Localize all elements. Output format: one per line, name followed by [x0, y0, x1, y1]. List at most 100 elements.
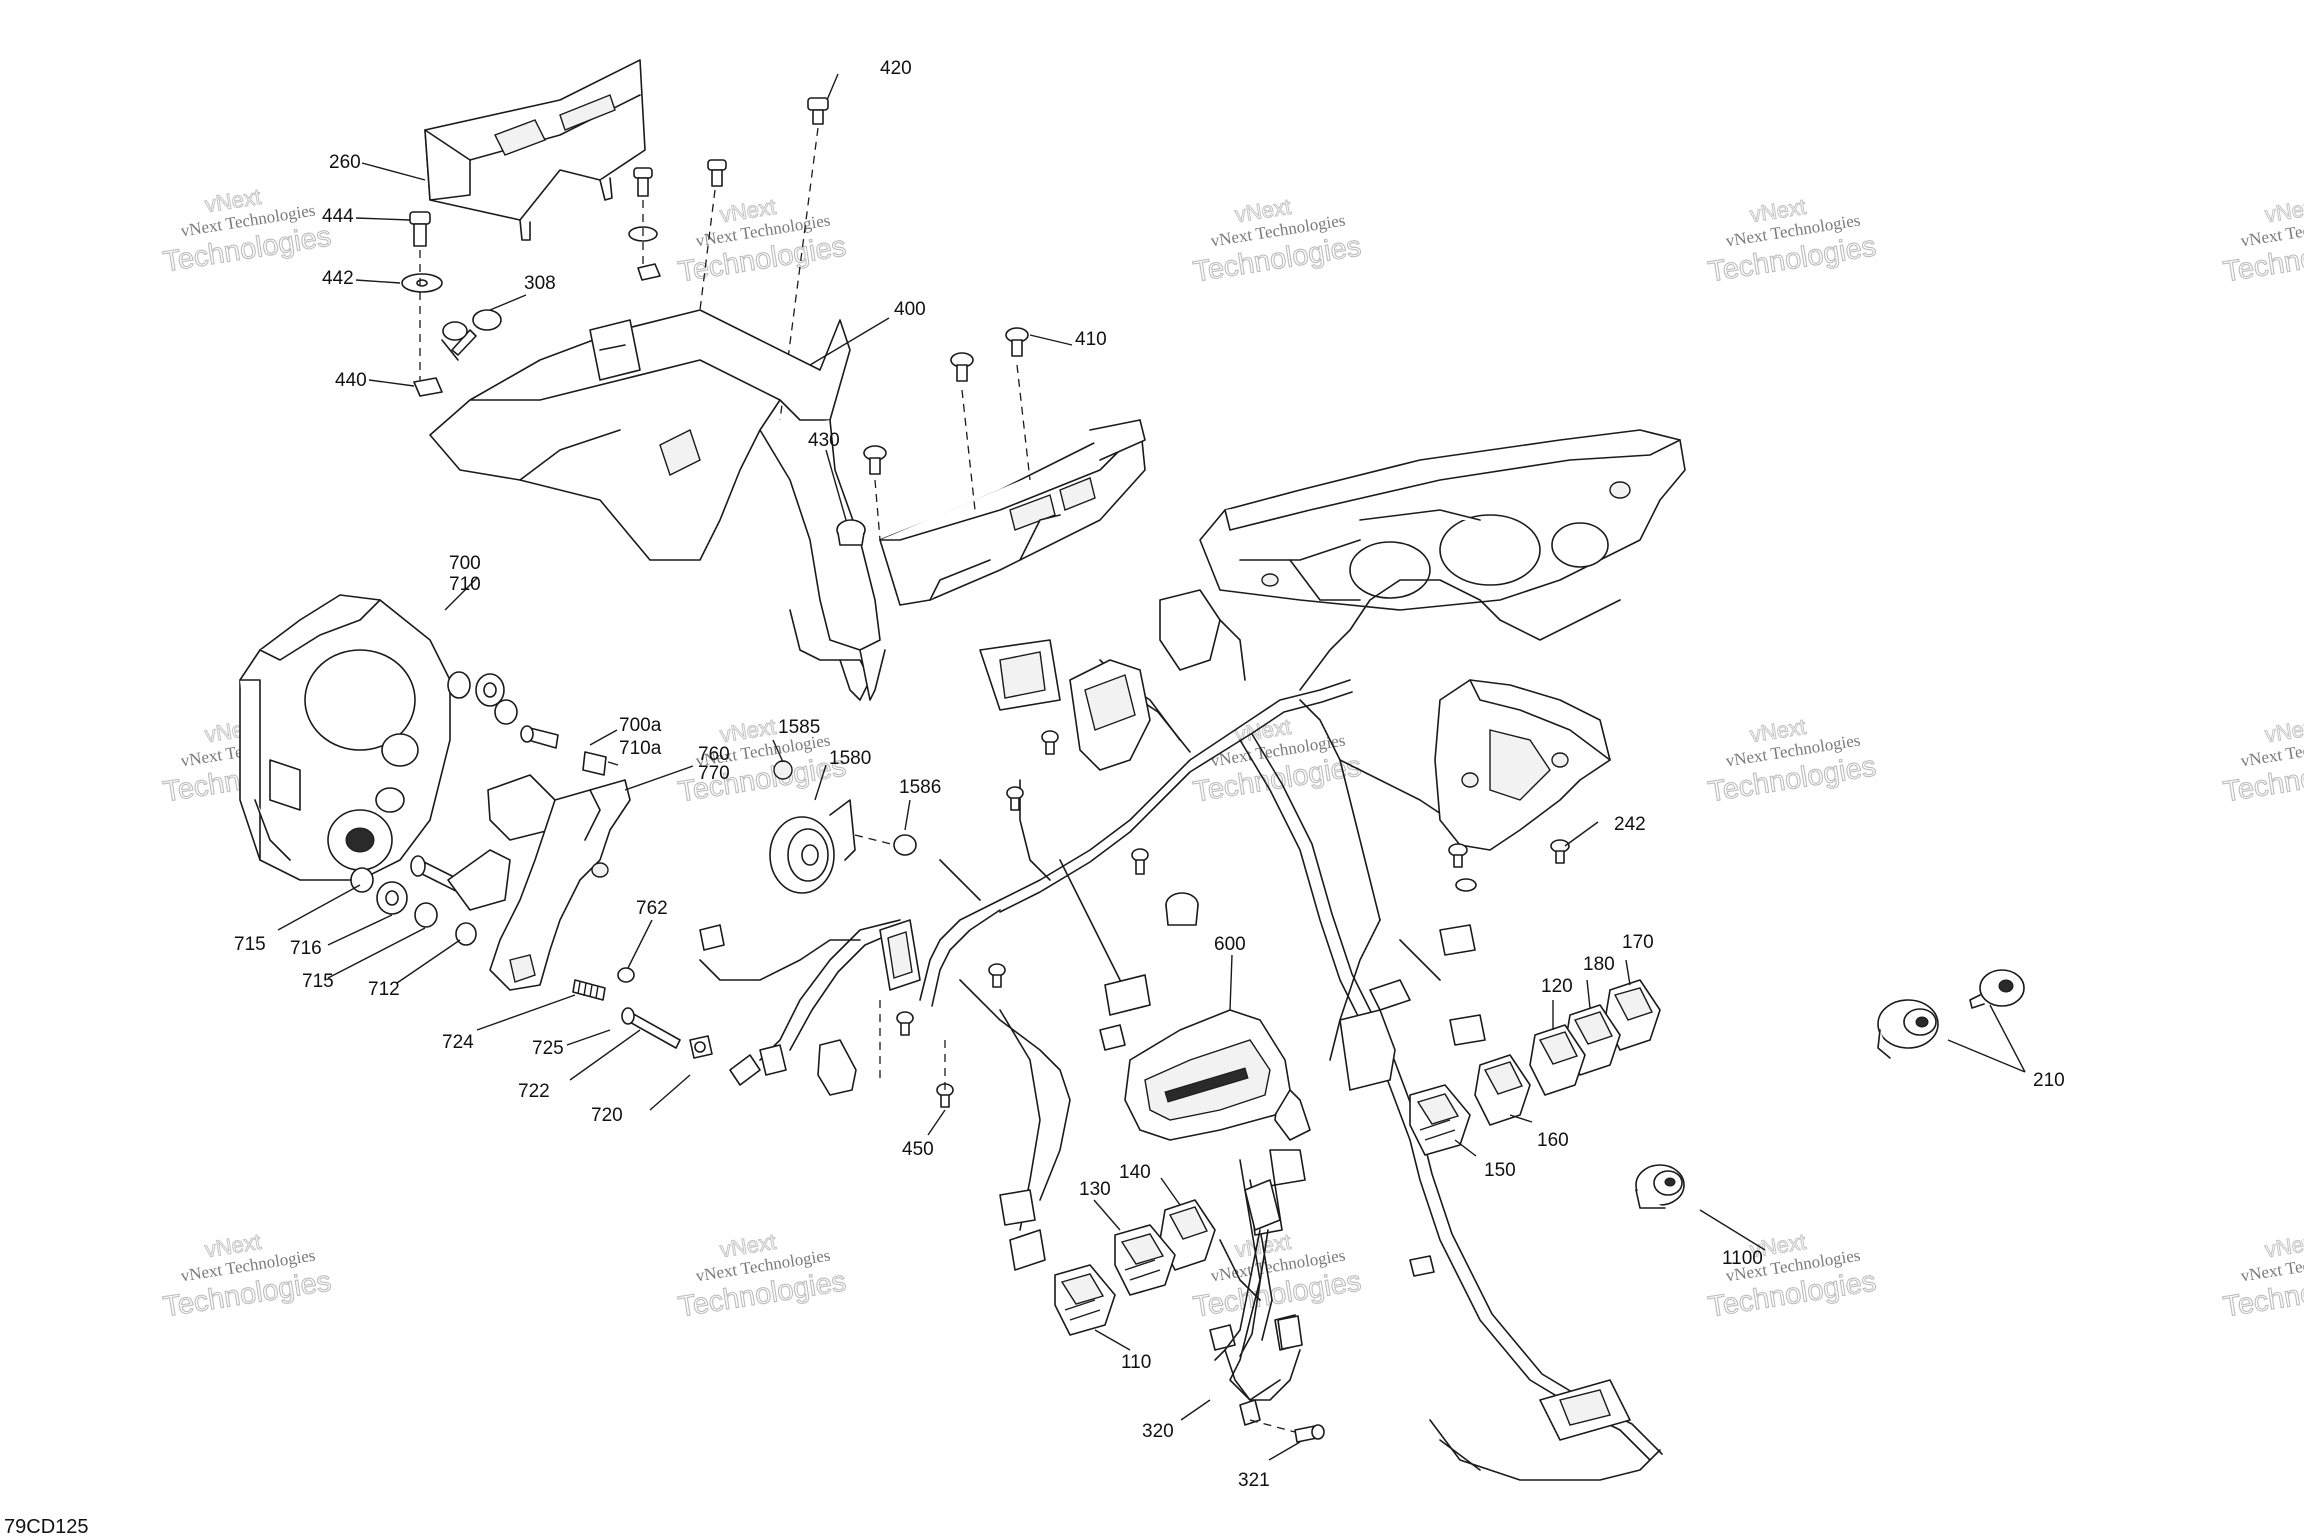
cover-260 [424, 59, 646, 241]
assembly-line [961, 389, 976, 511]
watermark: vNext vNext Technologies Technologies [161, 1228, 334, 1324]
bolt-700a [520, 725, 559, 749]
clip-440 [413, 377, 443, 397]
callout-150: 150 [1484, 1160, 1516, 1181]
bolt-710a [582, 751, 607, 776]
washer-442 [401, 273, 443, 293]
callout-442: 442 [322, 268, 354, 289]
callout-321: 321 [1238, 1470, 1270, 1491]
screw-444 [409, 211, 431, 247]
switch-160 [1474, 1054, 1531, 1126]
callout-180: 180 [1583, 954, 1615, 975]
callout-700: 700 [449, 553, 481, 574]
screw-321 [1294, 1424, 1325, 1443]
assembly-line [854, 834, 896, 846]
assembly-line [1016, 364, 1031, 481]
horn-1580 [769, 760, 856, 894]
callout-600: 600 [1214, 934, 1246, 955]
callout-720: 720 [591, 1105, 623, 1126]
power-socket-1100 [1635, 1164, 1685, 1209]
callout-710a: 710a [619, 738, 662, 759]
callout-1586: 1586 [899, 777, 941, 798]
connector-bottom-left [999, 1189, 1046, 1271]
watermark: vNext vNext Technologies Technologies [2221, 713, 2304, 809]
callout-710: 710 [449, 574, 481, 595]
ignition-switch-210 [1877, 999, 1939, 1059]
drawing-code: 79CD125 [4, 1516, 89, 1536]
callout-labels: 420 260 444 442 308 440 400 410 430 700 … [234, 58, 2065, 1491]
bushings-715-716 [350, 671, 518, 928]
callout-260: 260 [329, 152, 361, 173]
callout-410: 410 [1075, 329, 1107, 350]
switch-120 [1529, 1024, 1586, 1096]
screw-308 [441, 309, 502, 361]
callout-715-upper: 715 [234, 934, 266, 955]
callout-140: 140 [1119, 1162, 1151, 1183]
callout-210: 210 [2033, 1070, 2065, 1091]
key-switch-center [1165, 892, 1199, 926]
callout-1100: 1100 [1722, 1248, 1763, 1269]
callout-242: 242 [1614, 814, 1646, 835]
callout-712: 712 [368, 979, 400, 1000]
callout-700a: 700a [619, 715, 662, 736]
spring-724 [572, 979, 606, 1001]
callout-120: 120 [1541, 976, 1573, 997]
module-242 [1434, 679, 1611, 851]
callout-715-lower: 715 [302, 971, 334, 992]
watermark: vNext vNext Technologies Technologies [161, 183, 334, 279]
callout-724: 724 [442, 1032, 474, 1053]
sub-harness-320 [1214, 1179, 1303, 1426]
leader-lines [277, 73, 2026, 1461]
callout-420: 420 [880, 58, 912, 79]
assembly-line [1249, 1419, 1296, 1433]
connector-small-left [699, 924, 787, 1086]
connector-multipin [879, 919, 921, 991]
screws-242 [1448, 839, 1570, 892]
bracket-410 [879, 419, 1146, 606]
callout-444: 444 [322, 206, 354, 227]
callout-760: 760 [698, 744, 730, 765]
headlight-right [1199, 429, 1686, 611]
connector-bracket-left [817, 1039, 857, 1096]
callout-400: 400 [894, 299, 926, 320]
switch-130 [1114, 1224, 1176, 1296]
bolt-712 [455, 922, 477, 946]
watermark: vNext vNext Technologies Technologies [676, 713, 849, 809]
callout-130: 130 [1079, 1179, 1111, 1200]
switch-150 [1409, 1084, 1471, 1156]
watermark: vNext vNext Technologies Technologies [1706, 193, 1879, 289]
callout-716: 716 [290, 938, 322, 959]
callout-1580: 1580 [829, 748, 871, 769]
switch-110 [1054, 1264, 1116, 1336]
connector-clip-left [979, 639, 1061, 711]
gauge-cluster-600 [1124, 1009, 1291, 1141]
screw-762 [617, 967, 635, 983]
ignition-key-210 [1969, 969, 2025, 1009]
callout-170: 170 [1622, 932, 1654, 953]
rod-722 [621, 1007, 681, 1049]
callout-770: 770 [698, 763, 730, 784]
callout-1585: 1585 [778, 717, 820, 738]
callout-440: 440 [335, 370, 367, 391]
bracket-400 [429, 309, 886, 701]
nut-720 [689, 1035, 713, 1059]
watermark: vNext vNext Technologies Technologies [676, 193, 849, 289]
callout-160: 160 [1537, 1130, 1569, 1151]
connector-block-large [1069, 659, 1151, 771]
headlight-left-700 [239, 594, 451, 881]
callout-320: 320 [1142, 1421, 1174, 1442]
connector-center-small [1099, 974, 1151, 1051]
bracket-760-770 [489, 779, 631, 991]
callout-725: 725 [532, 1038, 564, 1059]
watermark: vNext vNext Technologies Technologies [1706, 1228, 1879, 1324]
connector-relay-top [1159, 589, 1246, 681]
callout-722: 722 [518, 1081, 550, 1102]
watermark: vNext vNext Technologies Technologies [1191, 193, 1364, 289]
watermark-layer: vNext vNext Technologies Technologies vN… [161, 183, 2304, 1324]
callout-430: 430 [808, 430, 840, 451]
watermark: vNext vNext Technologies Technologies [2221, 193, 2304, 289]
watermark: vNext vNext Technologies Technologies [1706, 713, 1879, 809]
screws-410 [863, 327, 1029, 475]
harness-screws [896, 730, 1149, 1108]
screw-pair-top [628, 159, 727, 281]
